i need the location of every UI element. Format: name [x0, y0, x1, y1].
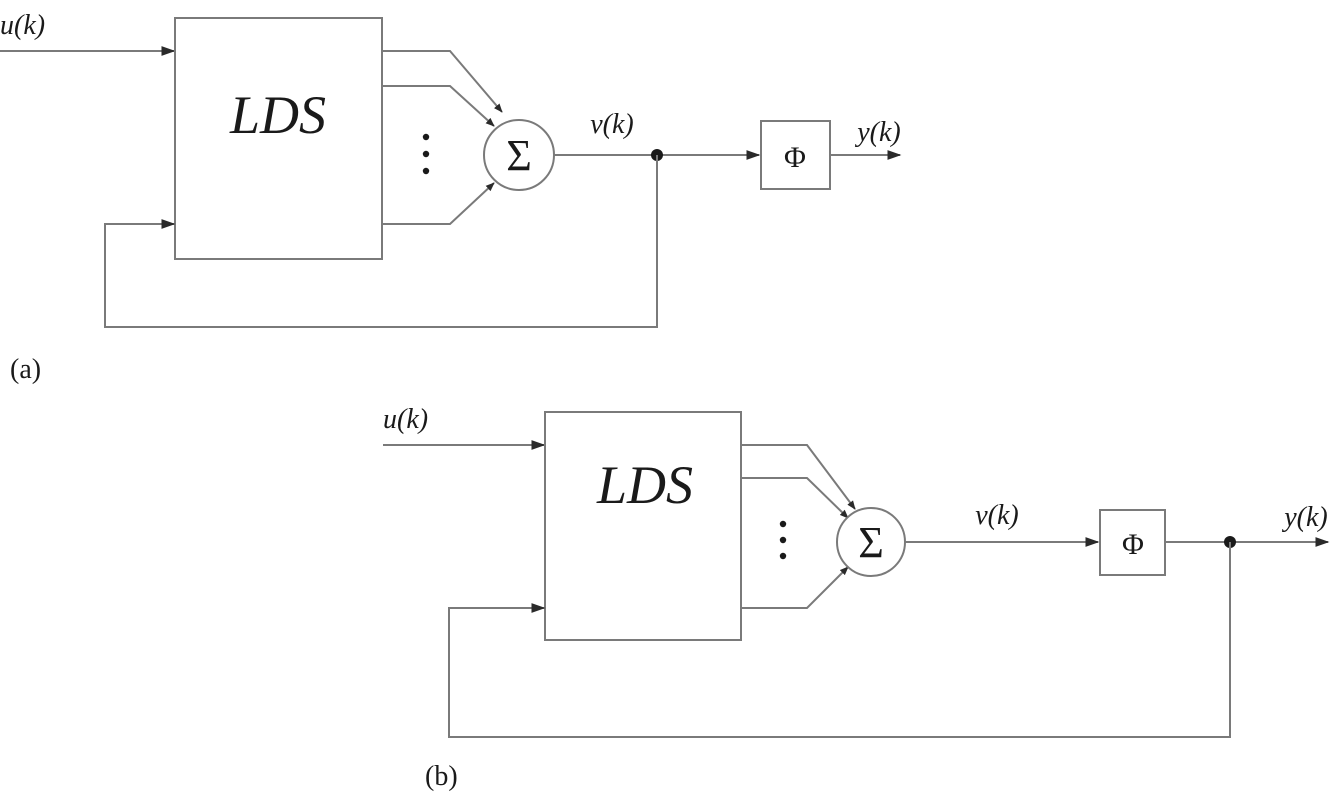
- summer-symbol-a: Σ: [506, 131, 532, 180]
- lds-output-n-b: [741, 566, 849, 609]
- lds-output-1-b: [741, 444, 856, 510]
- summer-symbol-b: Σ: [858, 518, 884, 567]
- ellipsis-icon-a: [422, 133, 430, 175]
- phi-symbol-a: Φ: [784, 141, 806, 174]
- lds-label-a: LDS: [229, 85, 326, 145]
- lds-block-b: [544, 411, 742, 641]
- lds-block-a: [174, 17, 383, 260]
- feedback-path-b: [448, 542, 1231, 738]
- lds-output-1-a: [382, 50, 503, 113]
- input-label-b: u(k): [383, 404, 428, 435]
- output-label-b: y(k): [1281, 502, 1328, 533]
- phi-symbol-b: Φ: [1122, 528, 1144, 561]
- caption-b: (b): [425, 761, 458, 792]
- lds-output-2-b: [741, 477, 849, 519]
- lds-output-n-a: [382, 182, 495, 225]
- phi-block-a: [760, 120, 831, 190]
- caption-a: (a): [10, 354, 41, 385]
- input-label-a: u(k): [0, 10, 45, 41]
- ellipsis-icon-b: [779, 520, 787, 560]
- v-label-a: v(k): [590, 109, 634, 140]
- phi-block-b: [1099, 509, 1166, 576]
- panel-b: u(k) LDS Σ v(k) Φ y(k) (b): [383, 404, 1330, 792]
- lds-output-2-a: [382, 85, 495, 127]
- lds-label-b: LDS: [596, 455, 693, 515]
- output-label-a: y(k): [854, 117, 901, 148]
- feedback-path-a: [104, 155, 658, 328]
- panel-a: u(k) LDS Σ v(k) Φ y(k) (a): [0, 10, 902, 385]
- v-label-b: v(k): [975, 500, 1019, 531]
